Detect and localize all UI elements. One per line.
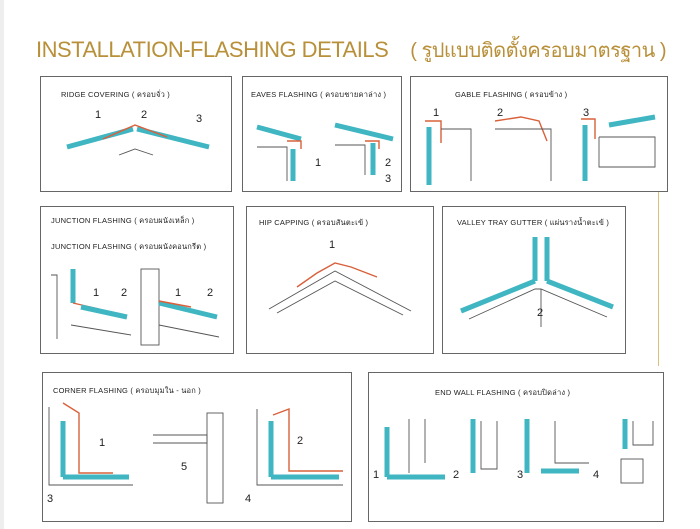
label-2: 2 [297,435,304,447]
decorative-line [658,76,659,366]
label-2: 2 [121,287,128,299]
panel-ridge-covering: RIDGE COVERING ( ครอบจั่ว ) 1 2 3 [40,76,232,192]
valley-tray-gutter-drawing [460,237,614,327]
label-1: 1 [99,437,106,449]
panel-title: EAVES FLASHING ( ครอบชายคาล่าง ) [251,90,387,99]
gable-flashing-drawing [425,114,656,185]
eaves-flashing-drawing [256,122,394,181]
panel-hip-capping: HIP CAPPING ( ครอบสันตะเข้ ) 1 [246,206,434,354]
panel-gable-flashing: GABLE FLASHING ( ครอบข้าง ) 1 2 3 [410,76,668,192]
panel-title: END WALL FLASHING ( ครอบปิดล่าง ) [435,388,571,397]
label-4: 4 [245,493,252,505]
label-3: 3 [47,493,54,505]
panel-valley-tray-gutter: VALLEY TRAY GUTTER ( แผ่นรางน้ำตะเข้ ) 2 [442,206,626,354]
label-3: 3 [196,113,203,125]
label-5: 5 [181,461,188,473]
end-wall-flashing-drawing [384,419,654,484]
label-1: 1 [315,157,322,169]
panel-title-concrete: JUNCTION FLASHING ( ครอบผนังคอนกรีต ) [51,242,207,251]
label-1: 1 [433,107,440,119]
panel-eaves-flashing: EAVES FLASHING ( ครอบชายคาล่าง ) 1 2 3 [242,76,402,192]
label-1: 1 [93,287,100,299]
label-1: 1 [95,109,102,121]
label-4: 4 [593,469,600,481]
panel-junction-flashing: JUNCTION FLASHING ( ครอบผนังเหล็ก ) JUNC… [40,206,234,354]
label-2: 2 [453,469,460,481]
panel-end-wall-flashing: END WALL FLASHING ( ครอบปิดล่าง ) 1 2 3 … [368,372,664,522]
panel-title: GABLE FLASHING ( ครอบข้าง ) [455,90,568,99]
label-1: 1 [373,469,380,481]
ridge-covering-drawing [66,124,210,156]
label-3: 3 [517,469,524,481]
label-3: 3 [583,107,590,119]
label-2: 2 [497,107,504,119]
title-thai: ( รูปแบบติดตั้งครอบมาตรฐาน ) [410,40,667,62]
panel-title: CORNER FLASHING ( ครอบมุมใน - นอก ) [53,386,201,395]
page-edge [0,0,4,529]
panel-title: HIP CAPPING ( ครอบสันตะเข้ ) [259,218,369,227]
page-title: INSTALLATION-FLASHING DETAILS ( รูปแบบติด… [36,34,667,66]
hip-capping-drawing [268,262,412,316]
title-main: INSTALLATION-FLASHING DETAILS [36,37,389,62]
corner-flashing-drawing [48,402,343,504]
label-2: 2 [141,109,148,121]
label-1b: 1 [175,287,182,299]
label-3: 3 [385,173,392,185]
junction-flashing-drawing [51,268,220,346]
panel-corner-flashing: CORNER FLASHING ( ครอบมุมใน - นอก ) 1 2 … [42,372,352,522]
label-1: 1 [329,239,336,251]
label-2: 2 [385,157,392,169]
label-2: 2 [537,307,544,319]
panel-title-steel: JUNCTION FLASHING ( ครอบผนังเหล็ก ) [51,216,195,225]
panel-title: RIDGE COVERING ( ครอบจั่ว ) [61,90,171,99]
label-2b: 2 [207,287,214,299]
panel-title: VALLEY TRAY GUTTER ( แผ่นรางน้ำตะเข้ ) [457,218,610,227]
